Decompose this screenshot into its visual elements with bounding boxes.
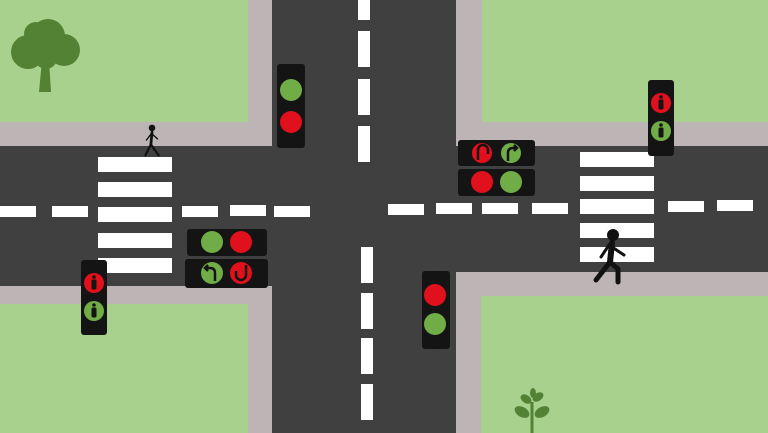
- signal-housing: [277, 64, 305, 148]
- walking-person-icon: [593, 229, 626, 285]
- signal-lamp: [280, 79, 302, 101]
- crosswalk-stripe: [98, 182, 172, 197]
- sprout-leaf: [530, 388, 536, 398]
- lane-dash: [482, 203, 518, 214]
- standing-person-icon: [91, 275, 97, 318]
- lane-dash: [358, 31, 370, 67]
- lane-dash: [230, 205, 266, 216]
- sidewalk-nw-horizontal: [0, 122, 272, 146]
- person-body: [91, 307, 97, 318]
- crosswalk-stripe: [580, 199, 654, 214]
- west-approach-signal: [185, 229, 268, 288]
- person-legs: [593, 258, 621, 285]
- lane-dash: [668, 201, 704, 212]
- crosswalk-east: [580, 152, 654, 262]
- person-head: [92, 303, 96, 307]
- crosswalk-stripe: [98, 233, 172, 248]
- sprout-leaf: [534, 406, 550, 418]
- signal-lamp: [201, 231, 223, 253]
- person-head: [607, 229, 619, 241]
- east-approach-signal: [458, 140, 535, 196]
- left-turn-arrow-icon: [506, 144, 519, 161]
- person-body: [91, 279, 97, 290]
- signal-lamp: [424, 284, 446, 306]
- signal-housing: [422, 271, 450, 349]
- signal-housing: [458, 169, 535, 196]
- lane-markings: [0, 0, 753, 420]
- signal-housing: [648, 80, 674, 156]
- person-body: [658, 127, 664, 138]
- walking-person-icon: [144, 124, 160, 157]
- arrow-lamp: [501, 143, 521, 163]
- crosswalk-stripe: [580, 223, 654, 238]
- lane-dash: [532, 203, 568, 214]
- lane-dash: [358, 0, 370, 20]
- lane-dash: [182, 206, 218, 217]
- sidewalk-se-vertical: [453, 272, 481, 433]
- crosswalk-stripe: [580, 152, 654, 167]
- crosswalk-stripe: [98, 157, 172, 172]
- u-turn-arrow-icon: [234, 265, 248, 282]
- lane-dash: [361, 293, 373, 329]
- u-turn-arrow-icon: [476, 143, 490, 160]
- lane-dash: [274, 206, 310, 217]
- north-approach-signal: [277, 64, 305, 148]
- signal-housing: [187, 229, 267, 256]
- person-head: [92, 275, 96, 279]
- standing-person-icon: [658, 95, 664, 138]
- sidewalk-se-horizontal: [453, 272, 768, 296]
- lane-dash: [717, 200, 753, 211]
- person-legs: [144, 142, 160, 157]
- tree-canopy: [24, 22, 48, 46]
- signal-housing: [81, 260, 107, 335]
- lane-dash: [52, 206, 88, 217]
- lane-dash: [361, 384, 373, 420]
- sprout-icon: [514, 388, 550, 433]
- arrow-signal-housing: [458, 140, 535, 166]
- sidewalk-sw-vertical: [248, 286, 272, 433]
- sidewalk-sw-horizontal: [0, 286, 272, 304]
- pedestrian-east-crosswalk: [593, 229, 626, 285]
- signal-lamp: [230, 231, 252, 253]
- sprout-leaf: [514, 406, 530, 418]
- sprout-leaf: [520, 394, 532, 404]
- lane-dash: [358, 126, 370, 162]
- right-turn-arrow-icon: [203, 264, 217, 281]
- person-body: [658, 99, 664, 110]
- crosswalk-stripe: [580, 247, 654, 262]
- sw-pedestrian-signal: [81, 260, 107, 335]
- person-head: [148, 124, 156, 132]
- signal-lamp: [280, 111, 302, 133]
- lane-dash: [388, 204, 424, 215]
- signal-lamp: [424, 313, 446, 335]
- crosswalk-west: [98, 157, 172, 273]
- tree-canopy: [35, 47, 57, 69]
- person-arms: [145, 132, 159, 141]
- person-arms: [599, 242, 626, 259]
- person-head: [659, 95, 663, 99]
- tree-icon: [11, 19, 80, 92]
- crosswalk-stripe: [98, 258, 172, 273]
- sidewalk-nw-vertical: [248, 0, 272, 146]
- south-approach-signal: [422, 271, 450, 349]
- person-head: [659, 123, 663, 127]
- lane-dash: [0, 206, 36, 217]
- arrow-lamp: [201, 262, 223, 284]
- pedestrian-north-crosswalk: [144, 124, 160, 157]
- crosswalk-stripe: [580, 176, 654, 191]
- lane-dash: [361, 338, 373, 374]
- signal-lamp: [500, 171, 522, 193]
- sidewalk-ne-vertical: [456, 0, 482, 146]
- lane-dash: [361, 247, 373, 283]
- arrow-signal-housing: [185, 259, 268, 288]
- ne-pedestrian-signal: [648, 80, 674, 156]
- crosswalk-stripe: [98, 207, 172, 222]
- lane-dash: [358, 79, 370, 115]
- signal-lamp: [471, 171, 493, 193]
- lane-dash: [436, 203, 472, 214]
